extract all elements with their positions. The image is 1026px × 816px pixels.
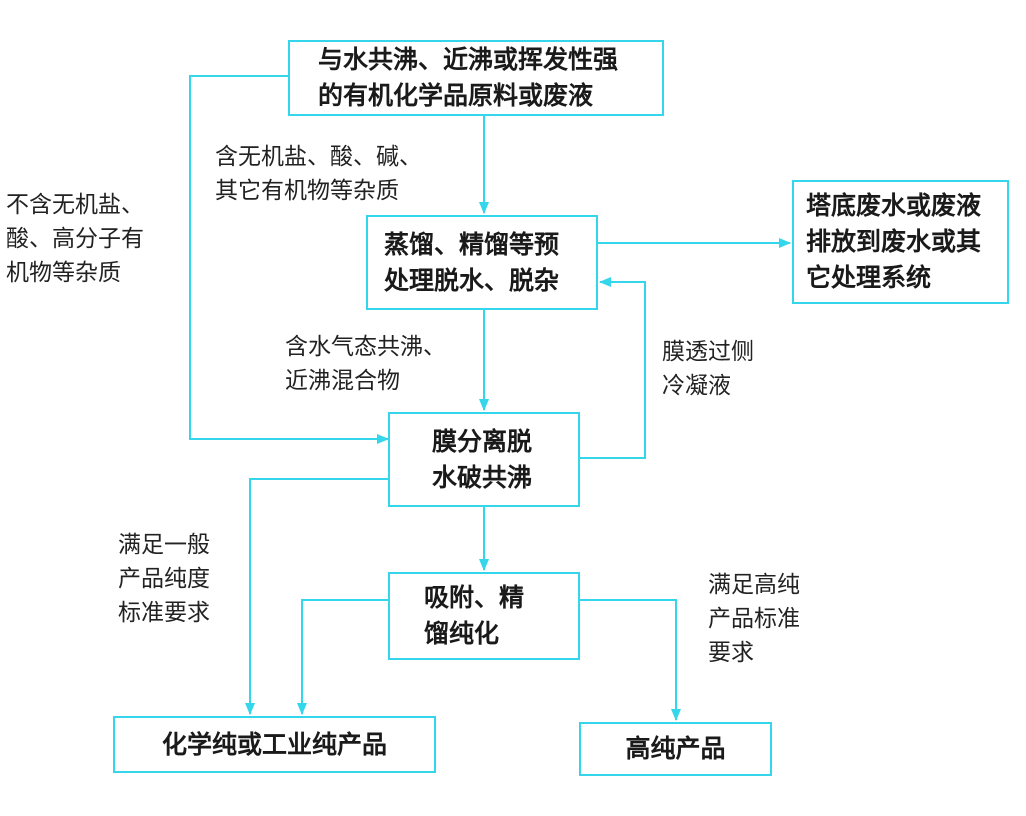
- highpure-line-3: 要求: [708, 640, 754, 666]
- general-line-2: 产品纯度: [118, 566, 210, 592]
- pretreat-line-2: 处理脱水、脱杂: [384, 265, 560, 295]
- source-line-1: 与水共沸、近沸或挥发性强: [318, 45, 619, 74]
- high-product-label: 高纯产品: [625, 734, 726, 763]
- adsorb-line-2: 馏纯化: [424, 619, 500, 648]
- high-purity-product-box: 高纯产品: [579, 722, 772, 776]
- arrow-adsorb-to-chem: [297, 599, 388, 715]
- highpure-line-1: 满足高纯: [708, 572, 800, 598]
- arrow-adsorb-to-high: [580, 599, 681, 721]
- arrow-membrane-to-chem: [245, 478, 388, 715]
- vapor-line-2: 近沸混合物: [285, 368, 400, 394]
- permeate-condensate-label: 膜透过侧 冷凝液: [662, 335, 754, 403]
- tower-bottom-waste-box: 塔底废水或废液 排放到废水或其 它处理系统: [792, 180, 1009, 304]
- source-material-box: 与水共沸、近沸或挥发性强 的有机化学品原料或废液: [288, 40, 664, 116]
- tower-line-2: 排放到废水或其: [806, 227, 982, 256]
- highpure-line-2: 产品标准: [708, 606, 800, 632]
- no-impurity-line-1: 不含无机盐、: [6, 192, 144, 218]
- vapor-line-1: 含水气态共沸、: [285, 334, 446, 360]
- pretreatment-box: 蒸馏、精馏等预 处理脱水、脱杂: [366, 215, 598, 310]
- arrow-permeate-return: [580, 277, 646, 459]
- arrow-bypass-to-membrane: [189, 75, 389, 444]
- membrane-line-1: 膜分离脱: [432, 426, 533, 456]
- general-line-1: 满足一般: [118, 532, 210, 558]
- chemical-grade-product-box: 化学纯或工业纯产品: [113, 716, 436, 773]
- impurity-condition-label: 含无机盐、酸、碱、 其它有机物等杂质: [215, 140, 422, 208]
- permeate-line-1: 膜透过侧: [662, 339, 754, 365]
- tower-line-3: 它处理系统: [806, 263, 932, 292]
- general-standard-label: 满足一般 产品纯度 标准要求: [118, 528, 210, 630]
- high-purity-standard-label: 满足高纯 产品标准 要求: [708, 568, 800, 670]
- membrane-separation-box: 膜分离脱 水破共沸: [388, 412, 580, 507]
- no-impurity-line-2: 酸、高分子有: [6, 226, 144, 252]
- impurity-line-2: 其它有机物等杂质: [215, 178, 399, 204]
- azeotrope-vapor-label: 含水气态共沸、 近沸混合物: [285, 330, 446, 398]
- source-line-2: 的有机化学品原料或废液: [318, 81, 594, 110]
- chem-product-label: 化学纯或工业纯产品: [161, 729, 387, 759]
- permeate-line-2: 冷凝液: [662, 373, 731, 399]
- general-line-3: 标准要求: [118, 600, 210, 626]
- no-impurity-condition-label: 不含无机盐、 酸、高分子有 机物等杂质: [6, 188, 144, 290]
- membrane-line-2: 水破共沸: [432, 462, 533, 492]
- pretreat-line-1: 蒸馏、精馏等预: [384, 229, 560, 259]
- adsorb-line-1: 吸附、精: [424, 583, 525, 612]
- impurity-line-1: 含无机盐、酸、碱、: [215, 144, 422, 170]
- tower-line-1: 塔底废水或废液: [806, 191, 982, 220]
- no-impurity-line-3: 机物等杂质: [6, 260, 121, 286]
- adsorption-purification-box: 吸附、精 馏纯化: [388, 572, 580, 660]
